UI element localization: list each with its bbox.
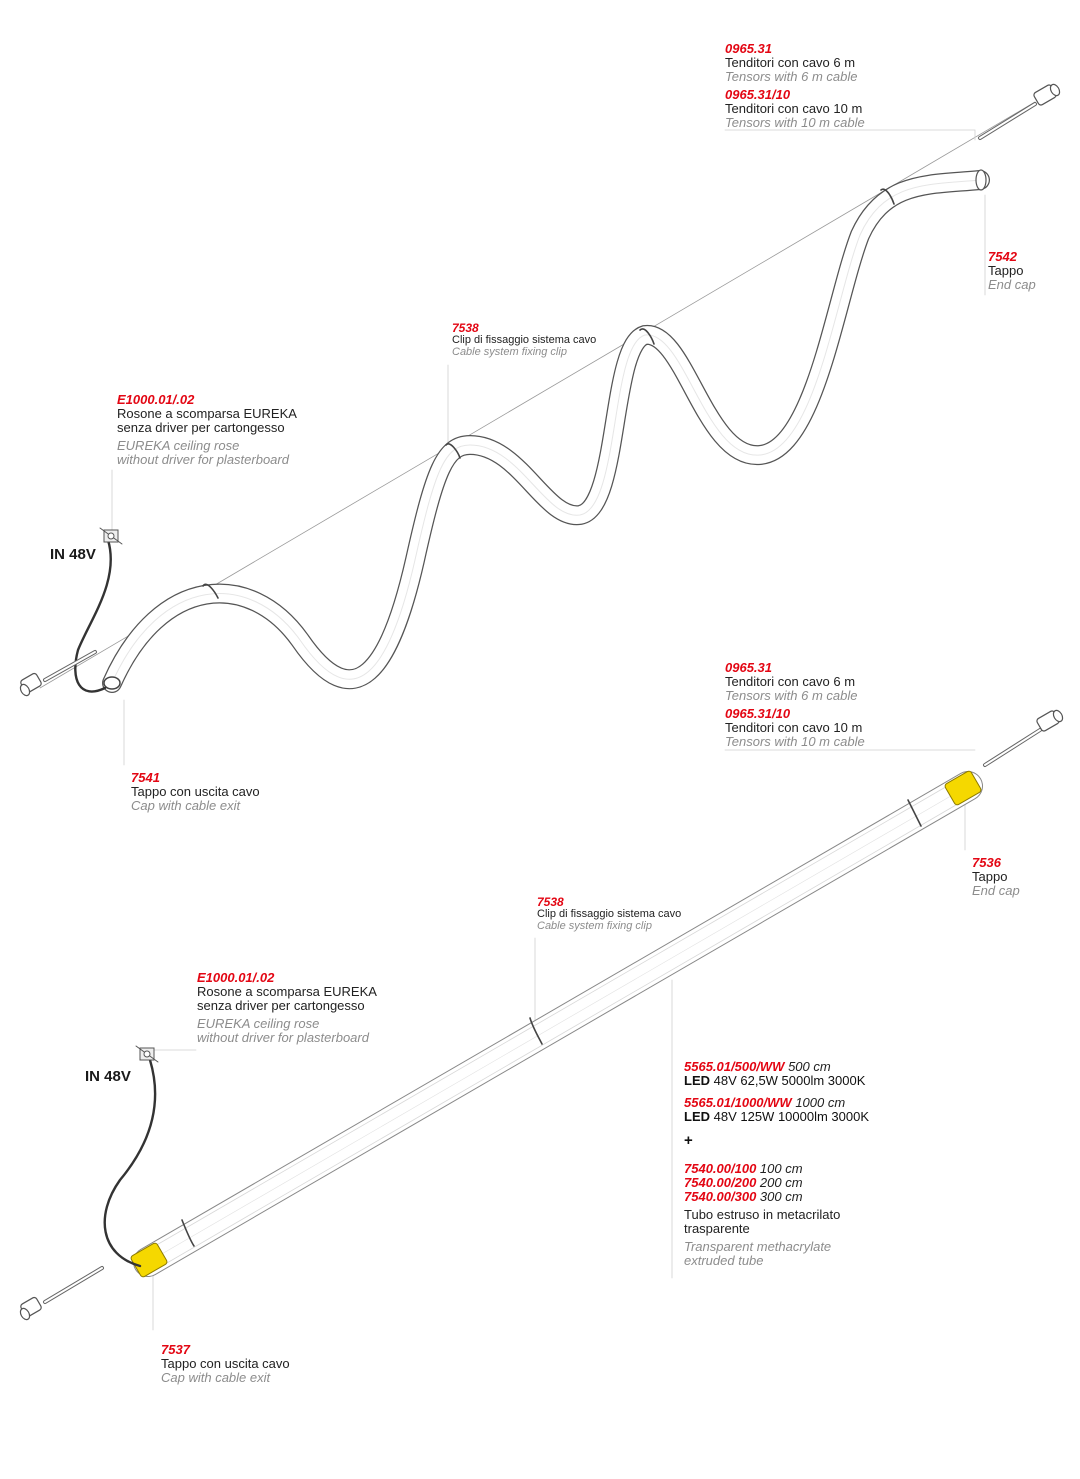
bottom-cable-cap <box>130 1242 168 1278</box>
led-item-1000: 5565.01/1000/WW 1000 cm <box>684 1096 869 1110</box>
bottom-clip-it: Clip di fissaggio sistema cavo <box>537 908 682 920</box>
bottom-ceiling-rose <box>135 1045 159 1063</box>
top-tensor-6m-it: Tenditori con cavo 6 m <box>725 55 856 70</box>
bottom-clip-label: 7538 Clip di fissaggio sistema cavo Cabl… <box>537 896 681 932</box>
led-1000-code: 5565.01/1000/WW <box>684 1095 792 1110</box>
bottom-cable-cap-label: 7537 Tappo con uscita cavo Cap with cabl… <box>161 1343 290 1385</box>
plus-sign: + <box>684 1132 693 1149</box>
bottom-rose-it-2: senza driver per cartongesso <box>197 998 365 1013</box>
bottom-end-cap-code: 7536 <box>972 855 1001 870</box>
bottom-tensor-10m-en: Tensors with 10 m cable <box>725 734 865 749</box>
bottom-rose-code: E1000.01/.02 <box>197 970 275 985</box>
tube-200-code: 7540.00/200 <box>684 1175 757 1190</box>
bottom-end-cap-it: Tappo <box>972 869 1008 884</box>
top-right-tensor <box>978 83 1061 140</box>
tube-100-length: 100 cm <box>759 1161 803 1176</box>
tube-300-code: 7540.00/300 <box>684 1189 757 1204</box>
top-rose-code: E1000.01/.02 <box>117 392 195 407</box>
top-cable-cap-code: 7541 <box>131 770 160 785</box>
bottom-tensor-6m-en: Tensors with 6 m cable <box>725 688 858 703</box>
tube-en-1: Transparent methacrylate <box>684 1239 832 1254</box>
top-end-cap-label: 7542 Tappo End cap <box>988 250 1036 292</box>
bottom-tensor-6m-it: Tenditori con cavo 6 m <box>725 674 856 689</box>
top-end-cap <box>975 169 987 191</box>
top-clip-code: 7538 <box>452 321 479 335</box>
tube-100-code: 7540.00/100 <box>684 1161 757 1176</box>
bottom-tensor-10m-code: 0965.31/10 <box>725 706 791 721</box>
led-1000-spec: 48V 125W 10000lm 3000K <box>713 1109 870 1124</box>
top-cable-cap-it: Tappo con uscita cavo <box>131 784 260 799</box>
top-cable-cap <box>103 676 121 690</box>
led-500-word: LED <box>684 1073 710 1088</box>
tube-it-2: trasparente <box>684 1221 750 1236</box>
led-500-code: 5565.01/500/WW <box>684 1059 785 1074</box>
top-tensor-6m-code: 0965.31 <box>725 41 772 56</box>
top-tensor-10m-en: Tensors with 10 m cable <box>725 115 865 130</box>
bottom-power-cable <box>103 1058 157 1268</box>
tube-item-200: 7540.00/200 200 cm <box>684 1176 869 1190</box>
bottom-cable-cap-en: Cap with cable exit <box>161 1370 271 1385</box>
top-tensor-10m-it: Tenditori con cavo 10 m <box>725 101 863 116</box>
bottom-tensor-6m-code: 0965.31 <box>725 660 772 675</box>
led-item-500: 5565.01/500/WW 500 cm <box>684 1060 869 1074</box>
tube-it-1: Tubo estruso in metacrilato <box>684 1207 841 1222</box>
bottom-cable-cap-code: 7537 <box>161 1342 190 1357</box>
top-input-voltage: IN 48V <box>50 546 96 563</box>
top-power-cable <box>74 538 112 693</box>
top-rose-label: E1000.01/.02 Rosone a scomparsa EUREKA s… <box>117 393 297 467</box>
tube-300-length: 300 cm <box>759 1189 803 1204</box>
bottom-right-tensor <box>983 709 1064 767</box>
bottom-end-cap <box>944 770 982 806</box>
top-leader-lines <box>111 129 986 766</box>
led-1000-word: LED <box>684 1109 710 1124</box>
top-tensor-10m-code: 0965.31/10 <box>725 87 791 102</box>
bottom-end-cap-en: End cap <box>972 883 1020 898</box>
tube-item-300: 7540.00/300 300 cm <box>684 1190 869 1204</box>
tube-item-100: 7540.00/100 100 cm <box>684 1162 869 1176</box>
bottom-clip-en: Cable system fixing clip <box>537 920 652 932</box>
top-rose-en-2: without driver for plasterboard <box>117 452 289 467</box>
bottom-cable-cap-it: Tappo con uscita cavo <box>161 1356 290 1371</box>
top-clips <box>202 188 895 599</box>
bottom-rose-en-2: without driver for plasterboard <box>197 1030 369 1045</box>
top-cable-cap-label: 7541 Tappo con uscita cavo Cap with cabl… <box>131 771 260 813</box>
tube-en-2: extruded tube <box>684 1253 764 1268</box>
led-500-length: 500 cm <box>788 1059 831 1074</box>
led-500-spec: 48V 62,5W 5000lm 3000K <box>713 1073 866 1088</box>
bottom-clips <box>181 799 922 1247</box>
tube-200-length: 200 cm <box>759 1175 803 1190</box>
bottom-rose-label: E1000.01/.02 Rosone a scomparsa EUREKA s… <box>197 971 377 1045</box>
top-tensors-label: 0965.31 Tenditori con cavo 6 m Tensors w… <box>725 42 865 130</box>
top-rose-it-1: Rosone a scomparsa EUREKA <box>117 406 297 421</box>
bottom-end-cap-label: 7536 Tappo End cap <box>972 856 1020 898</box>
bottom-tensor-10m-it: Tenditori con cavo 10 m <box>725 720 863 735</box>
top-tensor-6m-en: Tensors with 6 m cable <box>725 69 858 84</box>
bottom-tensors-label: 0965.31 Tenditori con cavo 6 m Tensors w… <box>725 661 865 749</box>
bottom-left-tensor <box>19 1266 104 1321</box>
bottom-rose-en-1: EUREKA ceiling rose <box>197 1016 320 1031</box>
top-clip-it: Clip di fissaggio sistema cavo <box>452 334 597 346</box>
top-end-cap-code: 7542 <box>988 249 1017 264</box>
top-rose-it-2: senza driver per cartongesso <box>117 420 285 435</box>
bottom-clip-code: 7538 <box>537 895 564 909</box>
top-ceiling-rose <box>99 527 123 545</box>
top-system <box>19 83 1061 766</box>
led-500-spec-line: LED 48V 62,5W 5000lm 3000K <box>684 1074 869 1088</box>
bottom-input-voltage: IN 48V <box>85 1068 131 1085</box>
led-1000-spec-line: LED 48V 125W 10000lm 3000K <box>684 1110 869 1124</box>
top-cable-cap-en: Cap with cable exit <box>131 798 241 813</box>
top-left-tensor <box>19 650 97 697</box>
top-end-cap-it: Tappo <box>988 263 1024 278</box>
top-end-cap-en: End cap <box>988 277 1036 292</box>
top-rose-en-1: EUREKA ceiling rose <box>117 438 240 453</box>
led-spec-block: 5565.01/500/WW 500 cm LED 48V 62,5W 5000… <box>684 1060 869 1268</box>
top-clip-label: 7538 Clip di fissaggio sistema cavo Cabl… <box>452 322 596 358</box>
bottom-system <box>19 709 1064 1331</box>
led-1000-length: 1000 cm <box>795 1095 846 1110</box>
bottom-rose-it-1: Rosone a scomparsa EUREKA <box>197 984 377 999</box>
top-clip-en: Cable system fixing clip <box>452 346 567 358</box>
